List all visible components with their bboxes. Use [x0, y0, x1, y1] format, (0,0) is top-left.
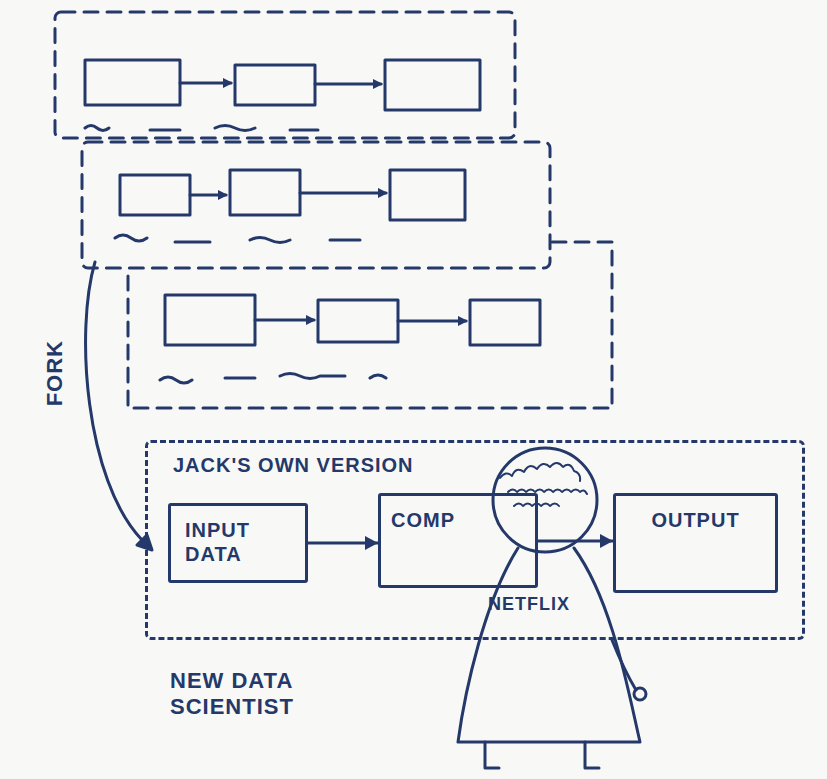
pipeline-arrow: [300, 192, 386, 195]
pipeline-step: [235, 65, 315, 105]
pipeline-step: [318, 300, 398, 342]
scribble: [115, 235, 360, 243]
pipeline-step: [85, 60, 180, 105]
pipeline-step: [120, 175, 190, 215]
pipeline-arrow: [315, 83, 381, 86]
arrowhead: [365, 536, 378, 550]
fork-arrow: [86, 262, 142, 540]
process-box: OUTPUT: [613, 493, 778, 593]
flow-arrow: [538, 534, 613, 548]
arrowhead: [600, 534, 613, 548]
person-head: [493, 448, 597, 552]
role-label: NEW DATA SCIENTIST: [170, 668, 330, 721]
box-label: INPUT DATA: [185, 518, 285, 566]
pipeline-arrow: [180, 82, 231, 85]
flow-arrow: [308, 536, 378, 550]
pipeline-step: [230, 170, 300, 215]
person-hand: [634, 688, 646, 700]
pipeline-arrow: [255, 319, 314, 322]
pipeline-arrow: [398, 320, 466, 323]
pipeline-panel: [82, 142, 550, 268]
pipeline-panel: [55, 12, 515, 138]
person-hair: [500, 463, 587, 506]
panel-title: JACK'S OWN VERSION: [173, 453, 414, 477]
scribble: [160, 374, 386, 384]
process-box: COMP: [378, 493, 538, 588]
pipeline-step: [165, 295, 255, 345]
person-feet: [485, 742, 599, 768]
pipeline-step: [390, 170, 465, 220]
pipeline-step: [385, 60, 480, 110]
scribble: [85, 126, 318, 131]
pipeline-arrow: [190, 194, 226, 197]
shirt-label: NETFLIX: [488, 594, 588, 616]
version-panel: JACK'S OWN VERSION INPUT DATA COMP OUTPUT: [145, 440, 805, 640]
fork-label: FORK: [42, 328, 68, 418]
pipeline-step: [470, 300, 540, 345]
box-label: COMP: [391, 508, 455, 532]
box-label: OUTPUT: [616, 508, 775, 532]
person-arm: [612, 640, 636, 690]
process-box: INPUT DATA: [168, 503, 308, 583]
